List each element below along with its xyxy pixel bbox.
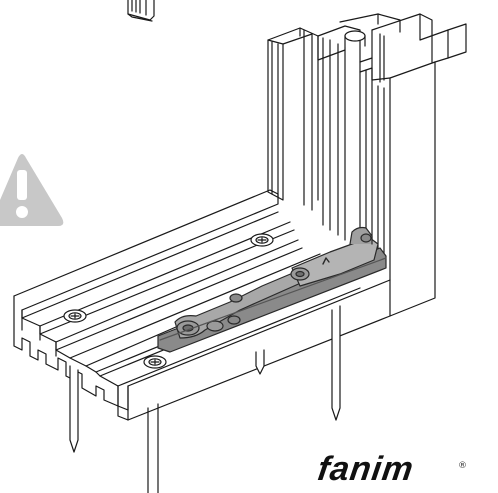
screw-hole	[250, 233, 274, 247]
warning-triangle-icon	[0, 154, 64, 226]
registered-mark: ®	[458, 461, 467, 471]
anchor-pin	[69, 365, 79, 453]
screw-hole	[143, 355, 167, 369]
sliding-mechanism	[157, 226, 387, 353]
screw-hole	[63, 309, 87, 323]
anchor-pin	[147, 403, 159, 493]
anchor-pin	[331, 305, 341, 421]
brand-logo: fanim	[315, 450, 417, 488]
vertical-frame-profile	[267, 13, 467, 317]
profile-fragment-top	[127, 0, 155, 22]
anchor-pin	[255, 349, 265, 375]
